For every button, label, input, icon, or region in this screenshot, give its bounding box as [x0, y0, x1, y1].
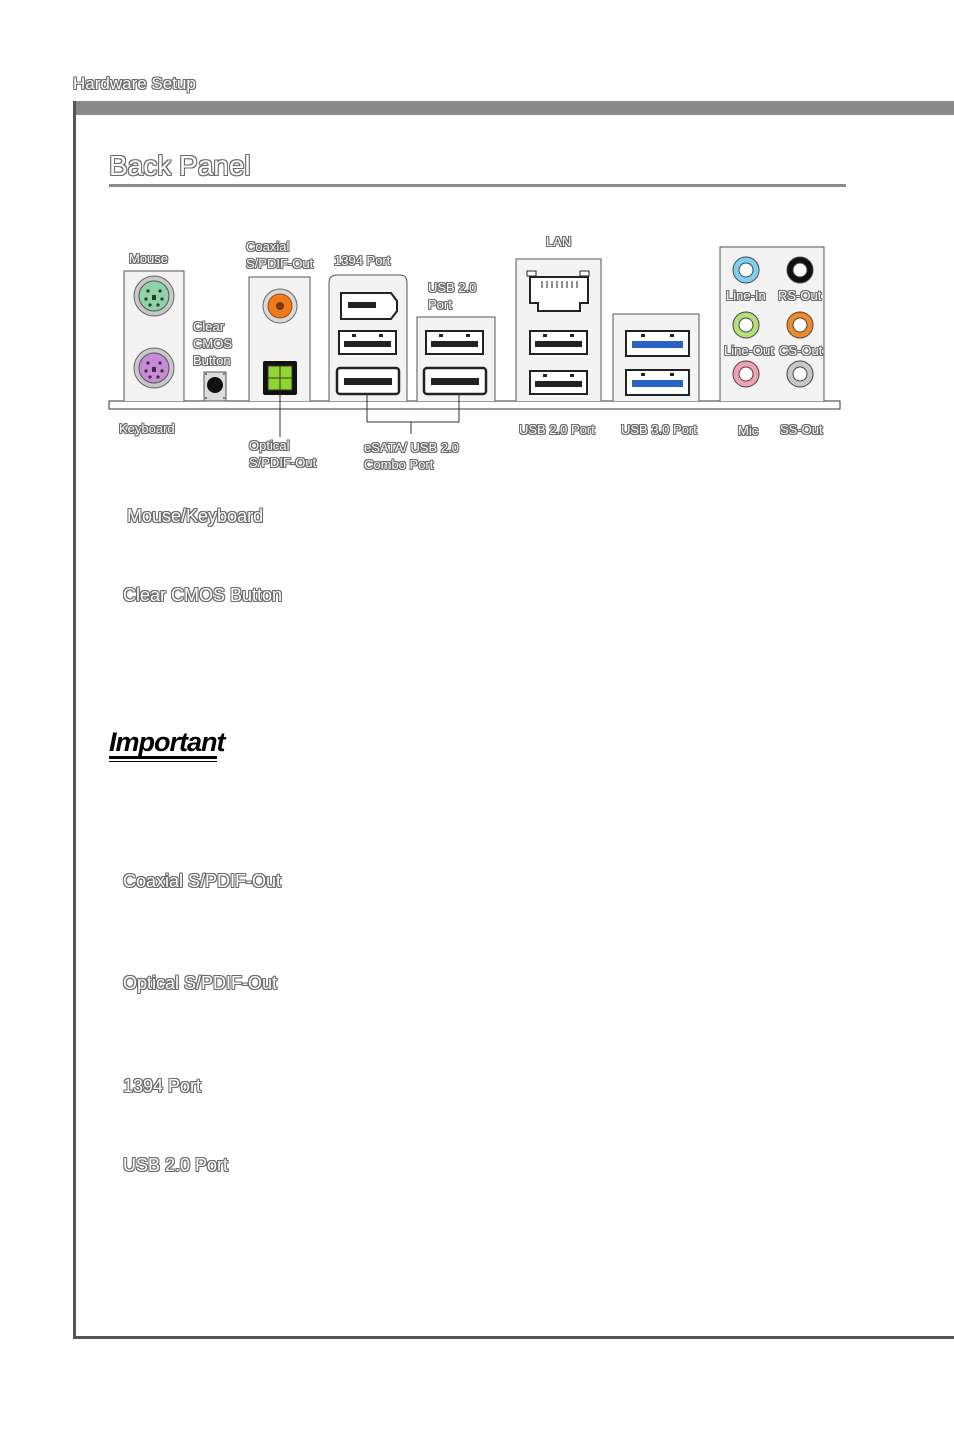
label-line-in: Line-In: [726, 288, 766, 303]
label-coaxial: Coaxial S/PDIF-Out: [246, 239, 314, 271]
label-usb20-port: USB 2.0 Port: [519, 422, 595, 437]
clear-cmos-button-icon: [203, 371, 227, 402]
line-out-jack-icon: [732, 311, 760, 339]
heading-mouse-keyboard: Mouse/Keyboard: [127, 506, 264, 526]
label-clear-cmos: Clear CMOS Button: [193, 319, 232, 368]
back-panel-illustration: [108, 246, 841, 437]
ss-out-jack-icon: [786, 360, 814, 388]
coaxial-port-icon: [262, 288, 298, 324]
optical-port-icon: [263, 361, 297, 395]
section-header: Hardware Setup: [73, 74, 196, 93]
heading-optical-spdif: Optical S/PDIF-Out: [123, 973, 278, 993]
lan-usb-port-icon-b: [529, 370, 588, 395]
back-panel-diagram: Mouse Keyboard Clear CMOS Button Coaxial…: [0, 225, 954, 485]
label-1394-port: 1394 Port: [334, 253, 391, 268]
label-cs-out: CS-Out: [779, 343, 823, 358]
label-optical: Optical S/PDIF-Out: [249, 438, 317, 470]
label-esata-combo: eSATA/ USB 2.0 Combo Port: [364, 440, 459, 472]
label-usb20-top: USB 2.0 Port: [428, 280, 477, 312]
firewire-port-icon: [340, 292, 398, 320]
bottom-rule: [73, 1336, 954, 1339]
heading-coaxial-spdif: Coaxial S/PDIF-Out: [123, 871, 282, 891]
label-rs-out: RS-Out: [778, 288, 822, 303]
heading-1394-port: 1394 Port: [123, 1076, 202, 1096]
page-title: Back Panel: [109, 150, 251, 181]
usb-port-icon-b: [425, 330, 484, 355]
rs-out-jack-icon: [786, 256, 814, 284]
title-underline: [109, 184, 846, 187]
mouse-port-icon: [133, 275, 175, 317]
label-keyboard: Keyboard: [119, 421, 175, 436]
label-mic: Mic: [738, 423, 759, 438]
important-underline-thin: [109, 761, 217, 762]
lan-port-icon: [526, 270, 590, 312]
header-bar: [73, 101, 954, 115]
keyboard-port-icon: [133, 347, 175, 389]
esata-bracket: [366, 394, 460, 423]
panel-baseline: [108, 400, 841, 410]
usb3-port-icon-b: [625, 369, 690, 396]
heading-clear-cmos: Clear CMOS Button: [123, 585, 283, 605]
cs-out-jack-icon: [786, 311, 814, 339]
important-underline: [109, 756, 217, 759]
esata-port-icon-b: [422, 366, 488, 396]
left-margin-rule: [73, 101, 76, 1338]
usb-port-icon-a: [338, 330, 397, 355]
line-in-jack-icon: [732, 256, 760, 284]
heading-usb20-port: USB 2.0 Port: [123, 1155, 229, 1175]
usb3-port-icon-a: [625, 330, 690, 357]
label-mouse: Mouse: [129, 251, 169, 266]
mic-jack-icon: [732, 360, 760, 388]
lan-usb-port-icon-a: [529, 330, 588, 355]
label-lan: LAN: [546, 234, 572, 249]
label-ss-out: SS-Out: [780, 422, 823, 437]
esata-port-icon-a: [335, 366, 401, 396]
label-line-out: Line-Out: [724, 343, 774, 358]
label-usb30-port: USB 3.0 Port: [621, 422, 697, 437]
important-label: Important: [109, 727, 225, 757]
